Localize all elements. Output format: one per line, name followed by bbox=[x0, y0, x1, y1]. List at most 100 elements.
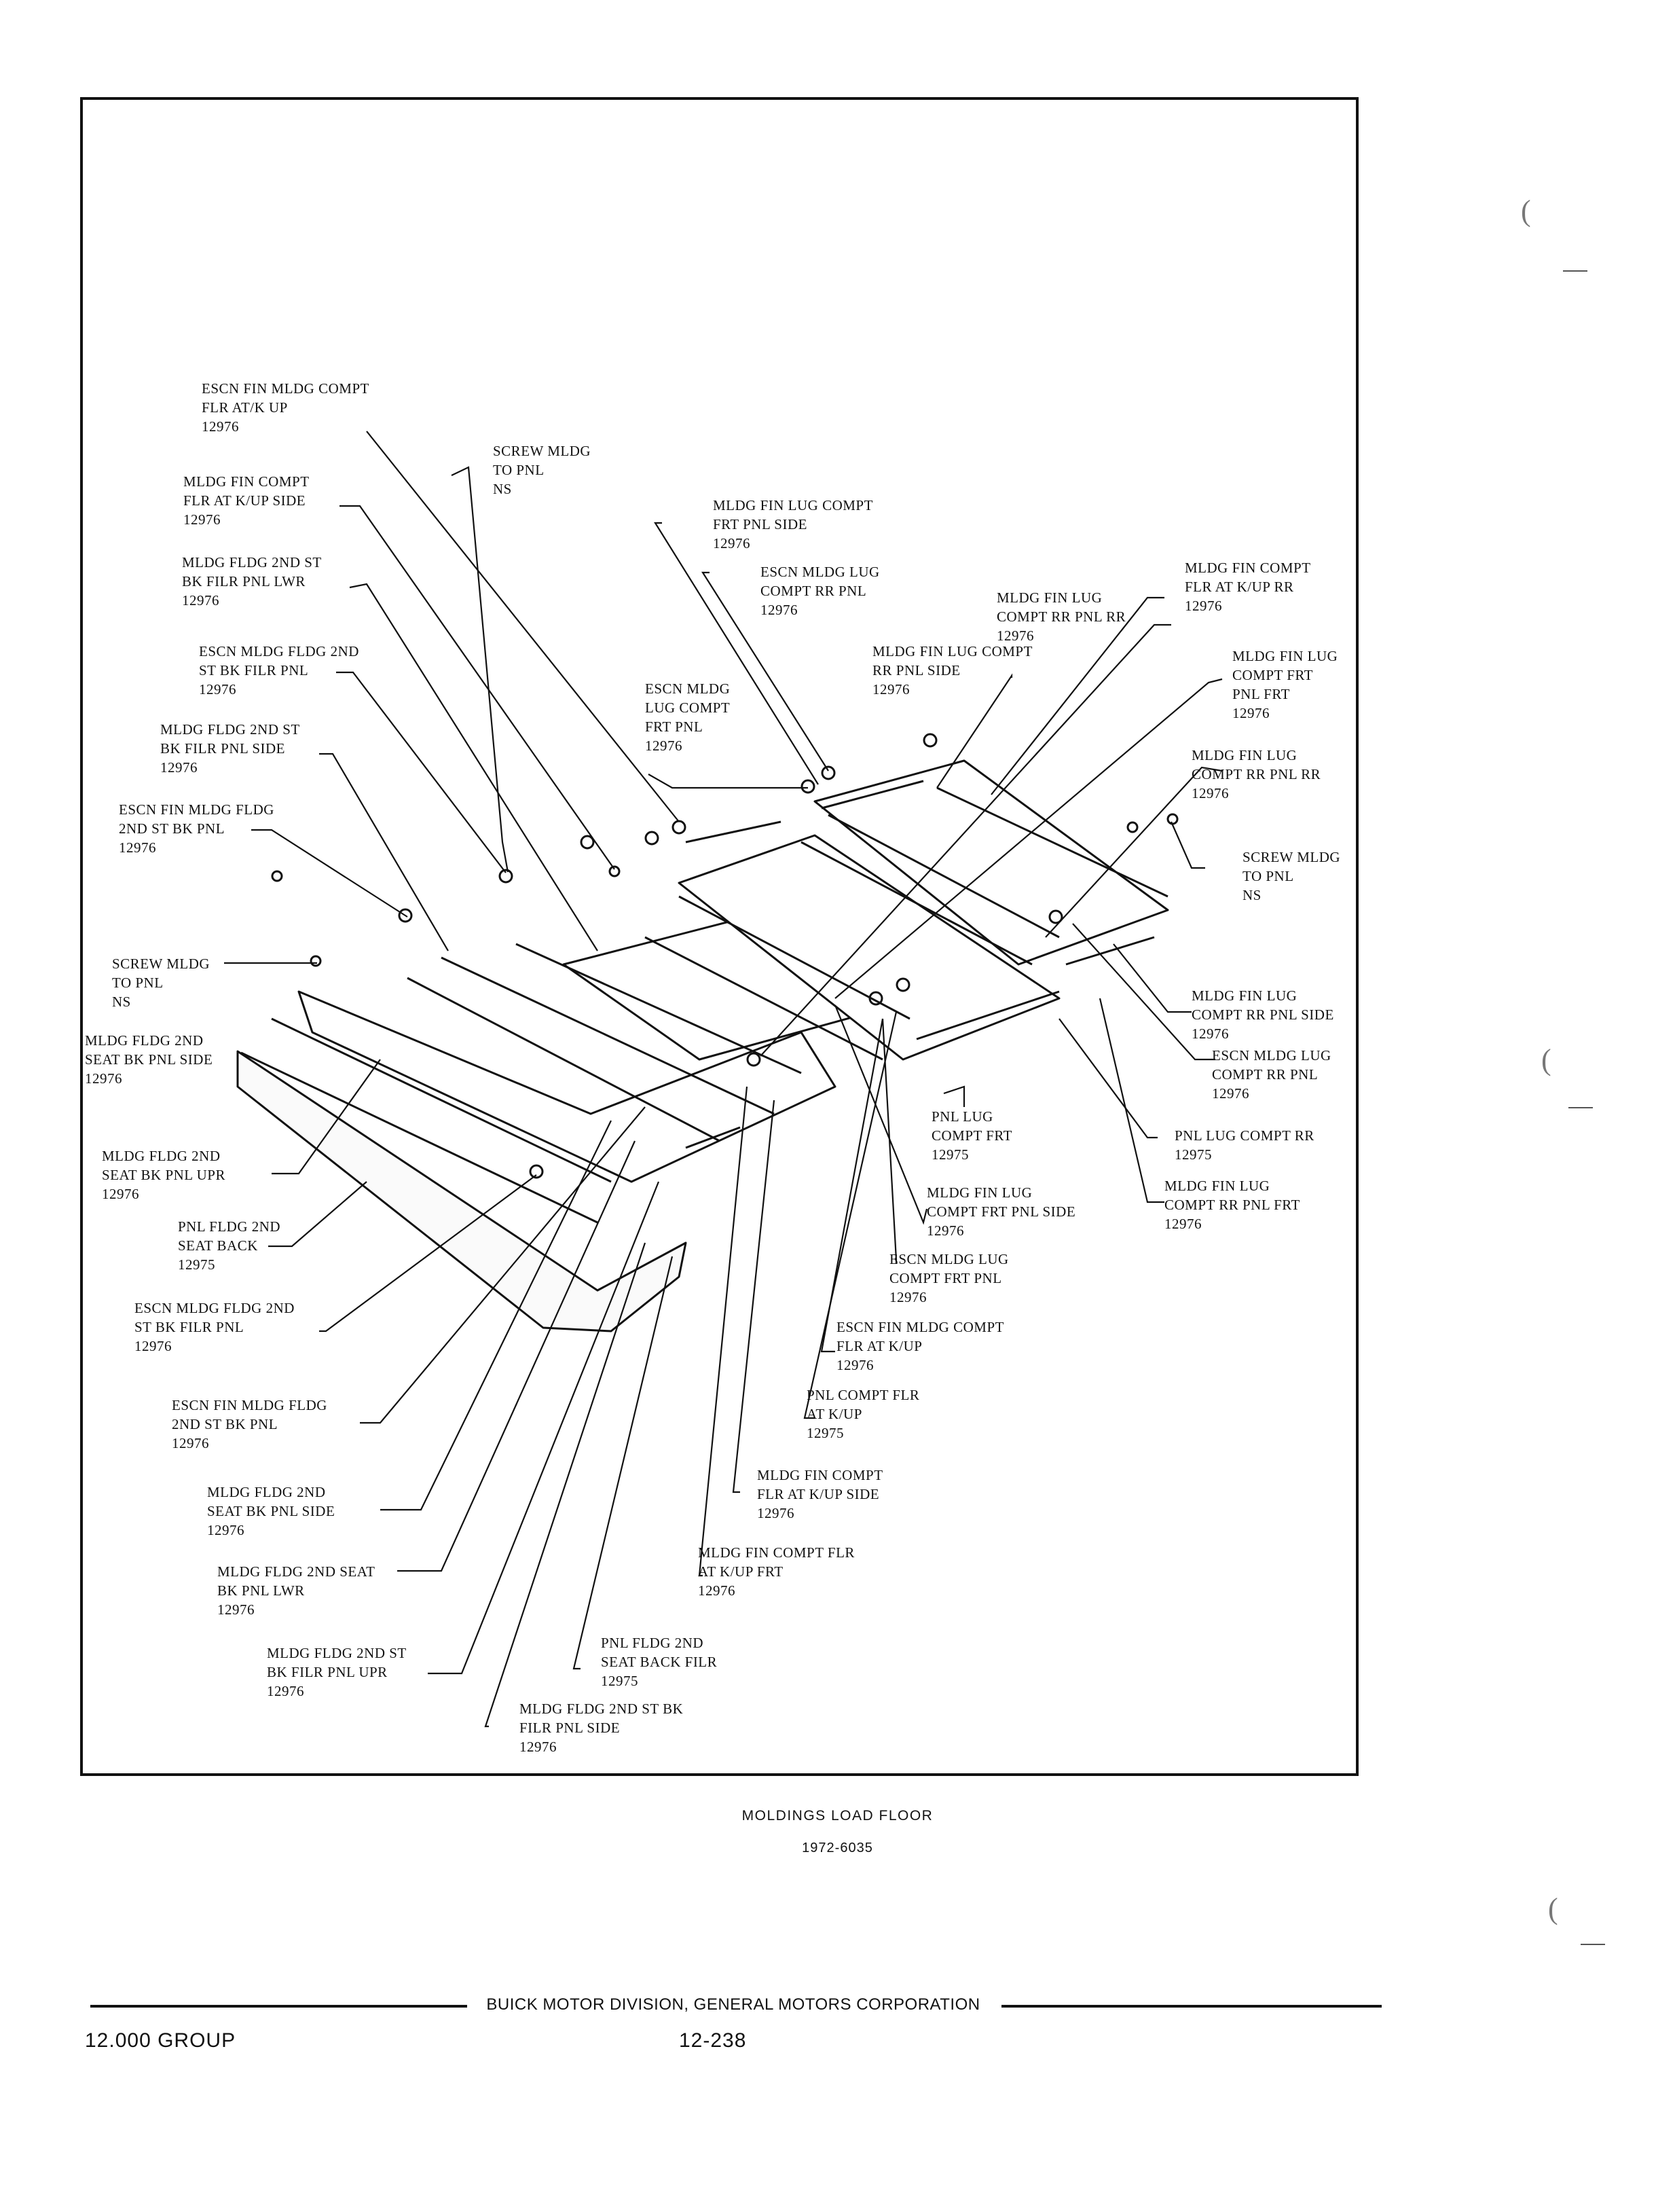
margin-tick bbox=[1581, 1944, 1605, 1945]
leader-line bbox=[484, 1242, 646, 1728]
leader-line bbox=[991, 596, 1164, 795]
margin-tick bbox=[1568, 1107, 1593, 1108]
leader-line bbox=[834, 1004, 928, 1225]
callout-label: ESCN FIN MLDG COMPT FLR AT/K UP 12976 bbox=[202, 380, 369, 435]
molding-strip bbox=[678, 895, 910, 1020]
molding-strip bbox=[685, 820, 781, 844]
molding-strip bbox=[916, 990, 1060, 1040]
margin-bracket-mark: ( bbox=[1521, 194, 1531, 228]
leader-line bbox=[451, 466, 509, 873]
leader-line bbox=[319, 1174, 537, 1332]
leader-line bbox=[319, 753, 449, 951]
callout-label: ESCN MLDG LUG COMPT RR PNL 12976 bbox=[1212, 1047, 1331, 1102]
callout-label: MLDG FLDG 2ND SEAT BK PNL SIDE 12976 bbox=[207, 1484, 335, 1538]
callout-label: PNL FLDG 2ND SEAT BACK FILR 12975 bbox=[601, 1635, 718, 1689]
escutcheon bbox=[580, 835, 595, 850]
leader-line bbox=[397, 1140, 636, 1572]
molding-strip bbox=[828, 814, 1060, 939]
molding-strip bbox=[240, 1051, 598, 1224]
escutcheon bbox=[923, 733, 938, 748]
leader-line bbox=[760, 623, 1171, 1057]
callout-label: PNL FLDG 2ND SEAT BACK 12975 bbox=[178, 1218, 281, 1273]
callout-label: MLDG FIN LUG COMPT FRT PNL SIDE 12976 bbox=[927, 1184, 1076, 1239]
escutcheon bbox=[644, 831, 659, 846]
rear-luggage-panel bbox=[813, 759, 1169, 966]
callout-label: MLDG FIN LUG COMPT RR PNL SIDE 12976 bbox=[1192, 987, 1334, 1042]
escutcheon bbox=[398, 908, 413, 923]
leader-line bbox=[366, 431, 680, 822]
callout-label: SCREW MLDG TO PNL NS bbox=[1243, 849, 1341, 903]
molding-strip bbox=[821, 780, 924, 810]
callout-label: ESCN FIN MLDG FLDG 2ND ST BK PNL 12976 bbox=[172, 1397, 327, 1451]
callout-label: MLDG FLDG 2ND ST BK FILR PNL UPR 12976 bbox=[267, 1645, 407, 1699]
leader-line bbox=[881, 1018, 898, 1263]
callout-label: ESCN MLDG FLDG 2ND ST BK FILR PNL 12976 bbox=[134, 1300, 295, 1354]
leader-line bbox=[268, 1181, 367, 1248]
escutcheon bbox=[671, 820, 686, 835]
footer-rule-left bbox=[90, 2005, 467, 2008]
margin-bracket-mark: ( bbox=[1541, 1043, 1551, 1076]
callout-label: ESCN MLDG LUG COMPT FRT PNL 12976 bbox=[645, 681, 731, 754]
molding-strip bbox=[936, 786, 1168, 898]
leader-line bbox=[1045, 766, 1223, 938]
callout-label: SCREW MLDG TO PNL NS bbox=[493, 443, 591, 497]
molding-strip bbox=[644, 936, 883, 1061]
leader-line bbox=[732, 1100, 775, 1493]
callout-label: PNL COMPT FLR AT K/UP 12975 bbox=[807, 1387, 920, 1441]
figure-caption-title: MOLDINGS LOAD FLOOR bbox=[741, 1808, 934, 1824]
callout-label: MLDG FIN LUG COMPT FRT PNL FRT 12976 bbox=[1232, 648, 1338, 721]
callout-label: MLDG FLDG 2ND ST BK FILR PNL SIDE 12976 bbox=[519, 1701, 684, 1755]
escutcheon bbox=[821, 765, 836, 780]
leader-line bbox=[820, 1018, 884, 1353]
leader-line bbox=[339, 505, 615, 870]
leader-line bbox=[648, 774, 808, 789]
leader-line bbox=[380, 1120, 612, 1511]
screw bbox=[1166, 813, 1179, 825]
leader-line bbox=[1170, 821, 1205, 869]
figure-frame bbox=[80, 97, 1359, 1776]
molding-strip bbox=[271, 1017, 612, 1183]
figure-caption-number: 1972-6035 bbox=[802, 1841, 873, 1855]
callout-label: ESCN FIN MLDG COMPT FLR AT K/UP 12976 bbox=[836, 1319, 1004, 1373]
callout-label: MLDG FIN COMPT FLR AT K/UP FRT 12976 bbox=[698, 1544, 855, 1599]
callout-label: MLDG FIN LUG COMPT RR PNL RR 12976 bbox=[997, 590, 1126, 644]
callout-label: ESCN FIN MLDG FLDG 2ND ST BK PNL 12976 bbox=[119, 801, 274, 856]
footer-group: 12.000 GROUP bbox=[85, 2029, 236, 2052]
leader-line bbox=[936, 673, 1013, 788]
leader-line bbox=[1113, 943, 1192, 1013]
callout-label: MLDG FLDG 2ND ST BK FILR PNL LWR 12976 bbox=[182, 554, 322, 609]
leader-line bbox=[1099, 998, 1164, 1203]
screw bbox=[310, 955, 322, 967]
callout-label: MLDG FLDG 2ND SEAT BK PNL LWR 12976 bbox=[217, 1563, 375, 1618]
callout-label: PNL LUG COMPT RR 12975 bbox=[1175, 1127, 1314, 1163]
callout-label: MLDG FLDG 2ND SEAT BK PNL SIDE 12976 bbox=[85, 1032, 213, 1087]
leader-line bbox=[834, 678, 1223, 999]
escutcheon bbox=[498, 869, 513, 884]
molding-strip bbox=[1065, 936, 1155, 966]
footer-page-number: 12-238 bbox=[679, 2029, 747, 2052]
callout-label: PNL LUG COMPT FRT 12975 bbox=[932, 1108, 1012, 1163]
leader-line bbox=[272, 1059, 381, 1175]
leader-line bbox=[654, 522, 819, 785]
callout-label: ESCN MLDG LUG COMPT RR PNL 12976 bbox=[760, 564, 880, 618]
screw bbox=[271, 870, 283, 882]
leader-line bbox=[251, 829, 408, 918]
leader-line bbox=[698, 1086, 748, 1577]
leader-line bbox=[360, 1106, 646, 1424]
seat-back-filler-panel bbox=[297, 990, 836, 1183]
callout-label: MLDG FIN COMPT FLR AT K/UP SIDE 12976 bbox=[757, 1467, 883, 1521]
seat-back-panel bbox=[236, 1050, 687, 1332]
callout-label: MLDG FIN LUG COMPT FRT PNL SIDE 12976 bbox=[713, 497, 873, 551]
molding-strip bbox=[407, 977, 720, 1142]
leader-line bbox=[349, 583, 598, 951]
molding-strip bbox=[685, 1126, 741, 1149]
escutcheon bbox=[800, 779, 815, 794]
callout-label: MLDG FIN LUG COMPT RR PNL RR 12976 bbox=[1192, 747, 1321, 801]
escutcheon bbox=[1048, 909, 1063, 924]
molding-strip bbox=[515, 943, 802, 1074]
callout-label: MLDG FLDG 2ND SEAT BK PNL UPR 12976 bbox=[102, 1148, 225, 1202]
leader-line bbox=[803, 1011, 898, 1419]
escutcheon bbox=[746, 1052, 761, 1067]
callout-label: MLDG FIN LUG COMPT RR PNL FRT 12976 bbox=[1164, 1178, 1300, 1232]
